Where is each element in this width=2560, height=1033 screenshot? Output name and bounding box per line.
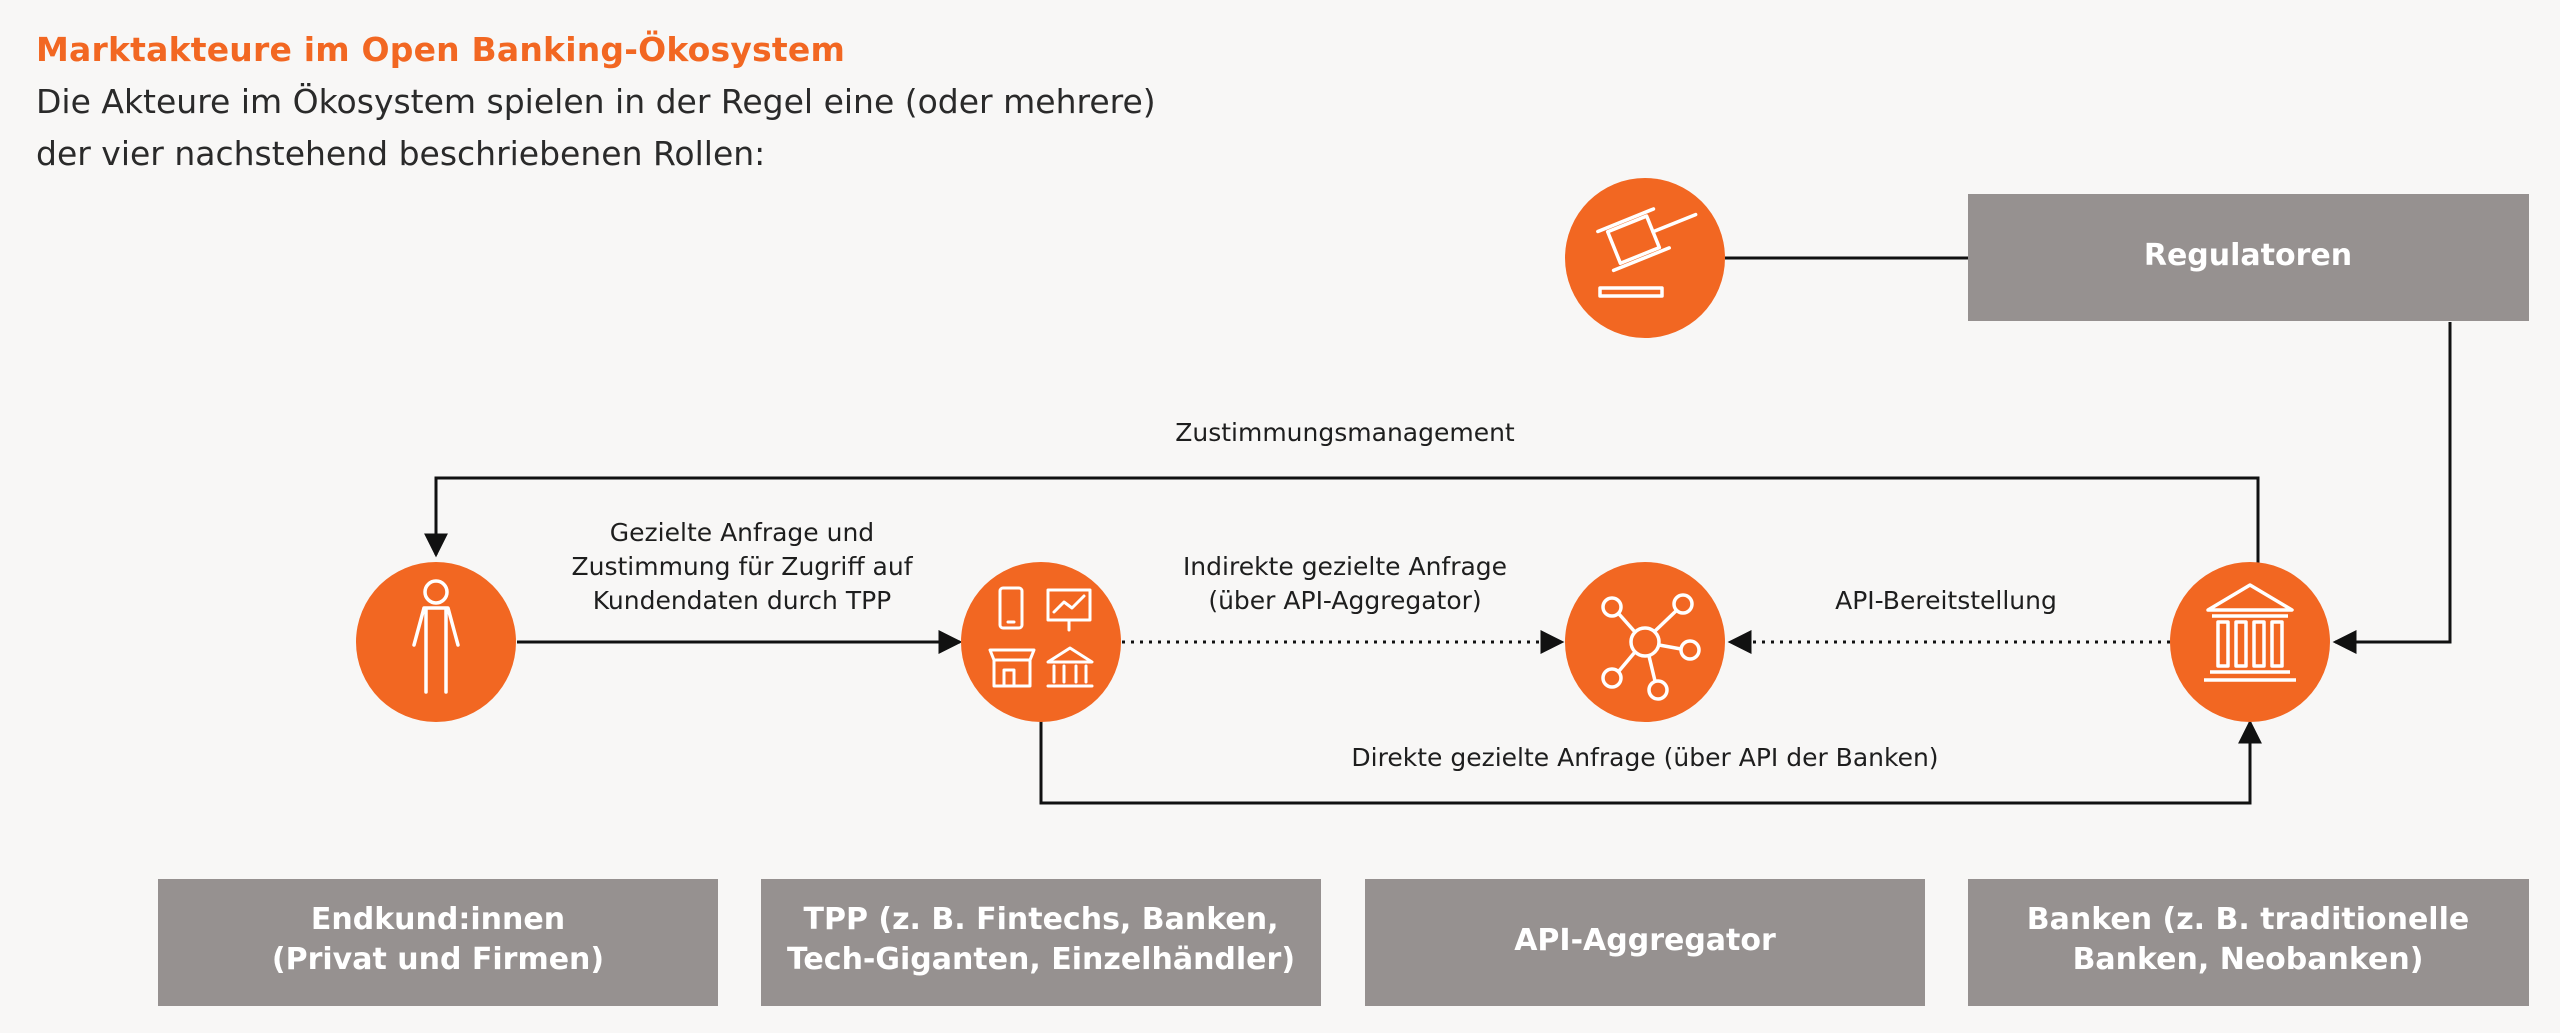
banks-box-label-line-1: Banken (z. B. traditionelle	[2027, 902, 2469, 937]
connector-lines	[424, 256, 2452, 805]
indirect-label-line-2: (über API-Aggregator)	[1208, 586, 1481, 615]
regulators-box	[1968, 194, 2529, 321]
person-icon	[412, 579, 460, 694]
indirect-label-line-1: Indirekte gezielte Anfrage	[1183, 552, 1507, 581]
customers-box-label-line-1: Endkund:innen	[311, 902, 565, 937]
aggregator-box-label: API-Aggregator	[1514, 923, 1776, 958]
bank-building-icon	[2204, 583, 2296, 682]
banks-box-label-line-2: Banken, Neobanken)	[2073, 942, 2424, 977]
direct-request-label: Direkte gezielte Anfrage (über API der B…	[1351, 743, 1938, 772]
tpp-box-label-line-2: Tech-Giganten, Einzelhändler)	[787, 942, 1295, 977]
customer-circle	[356, 562, 516, 722]
tpp-box-label-line-1: TPP (z. B. Fintechs, Banken,	[804, 902, 1279, 937]
aggregator-circle	[1565, 562, 1725, 722]
customers-box-label-line-2: (Privat und Firmen)	[272, 942, 604, 977]
bank-circle	[2170, 562, 2330, 722]
tpp-circle	[961, 562, 1121, 722]
api-provision-label: API-Bereitstellung	[1835, 586, 2057, 615]
page-title: Marktakteure im Open Banking-Ökosystem	[36, 30, 846, 69]
request-label-line-3: Kundendaten durch TPP	[593, 586, 892, 615]
direct-request-arrow	[1039, 719, 2262, 805]
tpp-cluster-icon	[988, 586, 1094, 688]
page-subtitle-line-1: Die Akteure im Ökosystem spielen in der …	[36, 82, 1156, 121]
page-subtitle-line-2: der vier nachstehend beschriebenen Rolle…	[36, 134, 766, 173]
regulator-to-bank-arrow	[2332, 322, 2452, 654]
regulators-box-label: Regulatoren	[2144, 238, 2352, 273]
banks-box	[1968, 879, 2529, 1006]
network-hub-icon	[1601, 593, 1701, 701]
tpp-box	[761, 879, 1321, 1006]
consent-label: Zustimmungsmanagement	[1175, 418, 1515, 447]
request-label-line-1: Gezielte Anfrage und	[610, 518, 874, 547]
customers-box	[158, 879, 718, 1006]
consent-arrow	[424, 476, 2260, 578]
gavel-icon	[1596, 207, 1698, 298]
request-label-line-2: Zustimmung für Zugriff auf	[571, 552, 913, 581]
aggregator-box	[1365, 879, 1925, 1006]
